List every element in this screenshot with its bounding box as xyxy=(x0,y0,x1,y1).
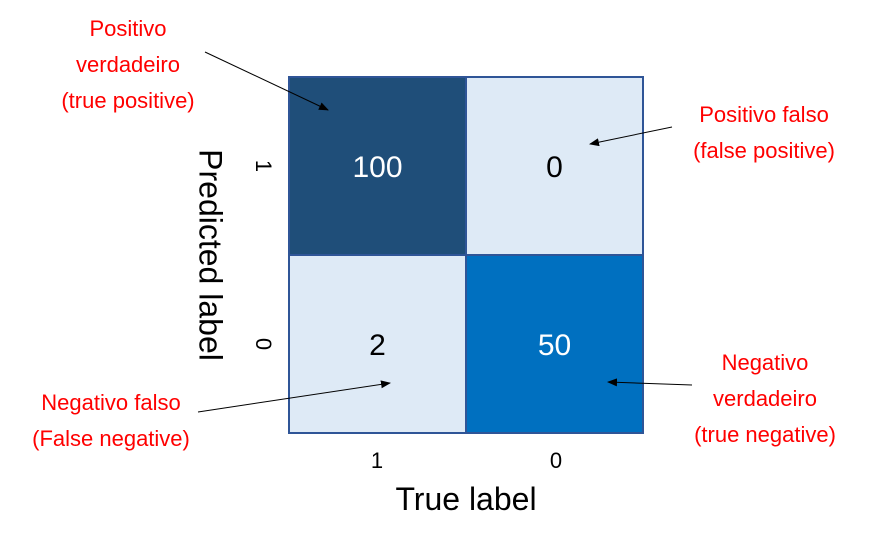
y-axis-label: Predicted label xyxy=(193,149,229,361)
annotation-label: Negativo xyxy=(722,350,809,375)
cell-value-label: 0 xyxy=(546,151,563,184)
annotation-arrow xyxy=(204,51,329,111)
annotation-label: Negativo falso xyxy=(41,390,180,415)
annotation-label: (False negative) xyxy=(32,426,190,451)
y-tick-label: 1 xyxy=(251,160,276,172)
matrix-cell xyxy=(465,254,644,434)
annotation-arrow xyxy=(607,378,693,387)
annotation-label: Positivo xyxy=(89,16,166,41)
annotation-arrow xyxy=(589,126,673,147)
cell-value-label: 2 xyxy=(369,329,386,362)
x-axis-label: True label xyxy=(395,481,536,517)
cell-value-label: 50 xyxy=(538,329,571,362)
annotation-label: verdadeiro xyxy=(76,52,180,77)
annotation-label: verdadeiro xyxy=(713,386,817,411)
annotation-label: (true negative) xyxy=(694,422,836,447)
y-tick-label: 0 xyxy=(251,338,276,350)
annotation-label: Positivo falso xyxy=(699,102,829,127)
matrix-cell xyxy=(465,76,644,256)
annotation-arrow xyxy=(197,380,391,413)
x-tick-label: 0 xyxy=(550,448,562,473)
x-tick-label: 1 xyxy=(371,448,383,473)
matrix-cell xyxy=(288,254,467,434)
annotation-label: (true positive) xyxy=(61,88,194,113)
cell-value-label: 100 xyxy=(352,151,402,184)
annotation-label: (false positive) xyxy=(693,138,835,163)
